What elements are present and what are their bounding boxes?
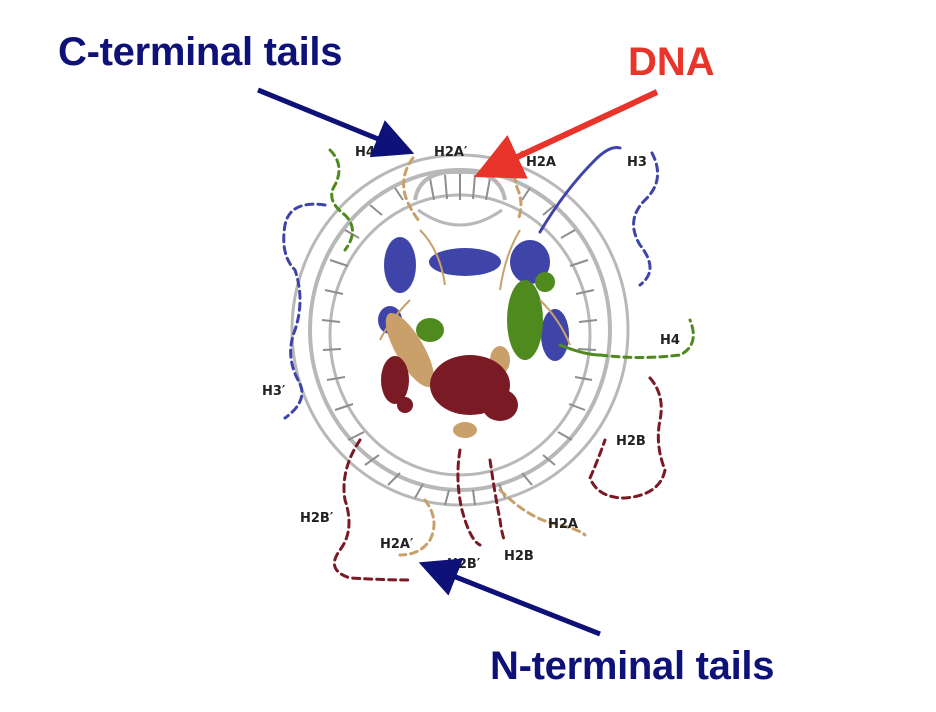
h4-prime-label: H4′ <box>355 145 379 160</box>
h3-tail <box>634 153 658 285</box>
h2a-prime-top-label: H2A′ <box>434 145 468 160</box>
h2b-prime-bottom-label: H2B′ <box>447 557 481 572</box>
h3-label: H3 <box>627 155 647 170</box>
n-terminal-arrow <box>428 566 600 634</box>
h2b-prime-label: H2B′ <box>300 511 334 526</box>
h2b-right-label: H2B <box>616 434 646 449</box>
h2a-top-label: H2A <box>526 155 556 170</box>
c-terminal-arrow <box>258 90 405 150</box>
h2a-prime-bottom-label: H2A′ <box>380 537 414 552</box>
histone-core <box>377 230 570 438</box>
h3-prime-label: H3′ <box>262 384 286 399</box>
h4-helices <box>416 272 555 360</box>
h2b-bottom-label: H2B <box>504 549 534 564</box>
h4-label: H4 <box>660 333 680 348</box>
h2a-bottom-label: H2A <box>548 517 578 532</box>
h2b-prime-bottom-tail <box>458 450 480 545</box>
h2b-helices <box>381 355 518 421</box>
